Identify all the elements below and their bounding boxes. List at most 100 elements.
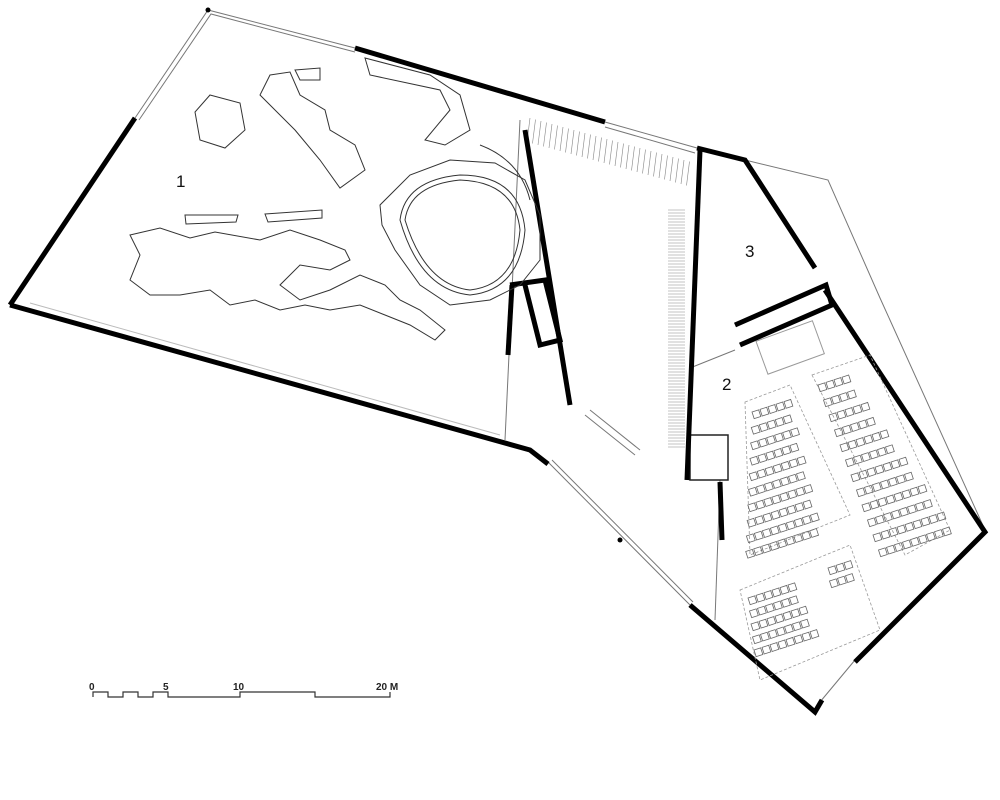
seat: [866, 517, 877, 528]
seat: [827, 565, 838, 576]
seat: [880, 529, 891, 540]
seat: [778, 507, 789, 518]
seat: [745, 548, 756, 559]
stair-tread: [537, 120, 542, 146]
seat: [909, 486, 920, 497]
seat: [769, 525, 780, 536]
stair-tread: [576, 131, 580, 156]
seat: [761, 543, 772, 554]
stair-tread: [543, 122, 547, 147]
seat: [762, 512, 773, 523]
seat: [777, 522, 788, 533]
seat: [928, 514, 939, 524]
seat: [858, 469, 869, 480]
seat: [801, 515, 812, 525]
seat: [801, 530, 812, 541]
seat: [753, 546, 764, 557]
seat: [920, 516, 931, 527]
seat: [770, 510, 781, 520]
seat: [761, 644, 772, 655]
seat: [906, 504, 917, 515]
stair-tread: [570, 129, 575, 155]
seat: [868, 449, 879, 460]
seat: [904, 521, 915, 532]
seat: [882, 512, 893, 522]
seat: [835, 562, 846, 573]
seat: [803, 484, 814, 494]
seat: [882, 461, 893, 472]
seat: [756, 468, 767, 479]
seat: [771, 587, 782, 598]
seat: [844, 407, 855, 417]
seat: [758, 437, 768, 448]
seat: [755, 499, 766, 510]
column-marker: [617, 537, 623, 543]
seat: [755, 592, 766, 603]
seat: [759, 631, 770, 642]
seat: [841, 374, 852, 385]
seat: [777, 639, 788, 650]
seat: [839, 442, 850, 453]
seat: [843, 560, 854, 570]
seat: [866, 467, 877, 477]
seat: [890, 509, 901, 520]
seat: [795, 471, 806, 482]
seat: [841, 424, 852, 435]
column-marker: [205, 7, 211, 13]
seat: [772, 463, 783, 474]
seat: [828, 578, 839, 589]
stair-tread: [636, 147, 641, 173]
seat: [847, 439, 858, 450]
seat: [772, 600, 783, 611]
seat: [777, 538, 788, 549]
room-1-label: 1: [176, 172, 186, 191]
seat: [753, 530, 764, 541]
seat: [838, 392, 849, 402]
seat: [914, 501, 925, 512]
seat: [877, 497, 888, 507]
seat: [747, 486, 758, 497]
stair-tread: [559, 126, 564, 152]
seat: [782, 429, 792, 440]
seat: [801, 631, 812, 642]
seat: [860, 452, 871, 462]
stair-tread: [587, 134, 591, 159]
seat: [755, 484, 766, 495]
seat: [793, 533, 804, 544]
staircase-right: [668, 209, 685, 448]
seat: [767, 404, 778, 414]
seat: [769, 642, 780, 652]
walls: [7, 45, 989, 716]
seat: [850, 472, 861, 483]
seat: [782, 610, 793, 621]
seat: [828, 412, 839, 423]
seat: [917, 484, 928, 494]
seat: [766, 419, 777, 430]
seat: [872, 532, 883, 543]
stair-tread: [620, 143, 624, 168]
seats: [745, 374, 952, 658]
seat: [758, 422, 769, 433]
seat: [763, 590, 774, 600]
seat: [746, 517, 757, 528]
seat: [766, 616, 777, 626]
seat: [774, 432, 784, 443]
seat: [763, 497, 774, 507]
seat: [785, 535, 796, 546]
stair-tread: [532, 119, 536, 144]
seating-areas: [739, 354, 951, 681]
seat: [852, 404, 863, 415]
seat: [769, 541, 780, 551]
seat: [874, 464, 885, 475]
seat: [933, 529, 944, 539]
seat: [817, 382, 828, 393]
scale-bar: [92, 691, 391, 698]
seat: [787, 582, 798, 593]
seat: [830, 394, 841, 405]
staircase-top: [526, 117, 690, 186]
seat: [774, 613, 785, 624]
seat: [798, 605, 809, 616]
seat: [750, 440, 760, 451]
stair-tread: [686, 161, 690, 186]
stair-tread: [625, 144, 630, 170]
